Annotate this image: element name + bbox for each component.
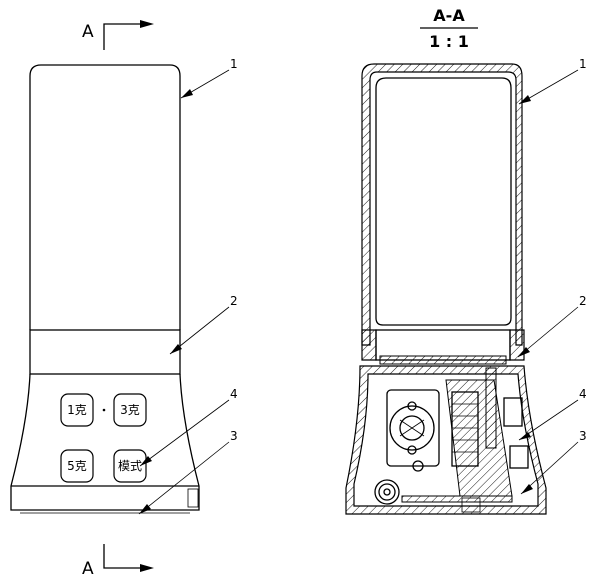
button-mode[interactable]: 模式 bbox=[113, 449, 147, 483]
leader-3-front: 3 bbox=[138, 429, 238, 515]
label-4-section: 4 bbox=[579, 387, 587, 401]
leader-1-section: 1 bbox=[518, 57, 587, 105]
button-module-upper bbox=[503, 397, 523, 427]
label-3-section: 3 bbox=[579, 429, 587, 443]
section-marker-top: A bbox=[82, 20, 154, 50]
button-1g-label: 1克 bbox=[67, 403, 87, 417]
gear-housing bbox=[445, 379, 513, 497]
button-mode-label: 模式 bbox=[118, 459, 142, 473]
section-view: 1 2 4 3 bbox=[345, 57, 587, 515]
leader-2-front: 2 bbox=[169, 294, 238, 355]
section-marker-bottom-label: A bbox=[82, 559, 94, 579]
collar-left bbox=[361, 329, 377, 361]
section-marker-top-label: A bbox=[82, 22, 94, 42]
button-1g[interactable]: 1克 bbox=[60, 393, 94, 427]
leader-1-front: 1 bbox=[180, 57, 238, 99]
shaft bbox=[485, 367, 497, 449]
label-1-section: 1 bbox=[579, 57, 587, 71]
button-5g[interactable]: 5克 bbox=[60, 449, 94, 483]
button-3g-label: 3克 bbox=[120, 403, 140, 417]
motor bbox=[386, 389, 440, 472]
gear-stack bbox=[451, 391, 479, 467]
section-marker-bottom: A bbox=[82, 544, 154, 579]
side-port bbox=[187, 488, 199, 508]
base-shell bbox=[345, 365, 547, 515]
leader-2-section: 2 bbox=[517, 294, 587, 358]
seal-ring bbox=[379, 355, 507, 365]
indicator-dot bbox=[102, 408, 106, 412]
label-3-front: 3 bbox=[230, 429, 238, 443]
label-2-front: 2 bbox=[230, 294, 238, 308]
collar-right bbox=[509, 329, 525, 361]
foot bbox=[461, 497, 481, 513]
front-view: 1克 3克 5克 模式 1 2 4 bbox=[10, 57, 238, 515]
leader-3-section: 3 bbox=[520, 429, 587, 495]
pcb bbox=[401, 495, 513, 503]
leader-4-section: 4 bbox=[518, 387, 587, 441]
button-module-lower bbox=[509, 445, 529, 469]
section-title: A-A 1 : 1 bbox=[420, 6, 478, 51]
base-outline bbox=[10, 373, 200, 511]
section-title-scale: 1 : 1 bbox=[429, 32, 469, 51]
inner-liner bbox=[375, 77, 512, 326]
collar-outline bbox=[29, 329, 181, 375]
leader-4-front: 4 bbox=[139, 387, 238, 467]
label-1-front: 1 bbox=[230, 57, 238, 71]
container-outline bbox=[29, 64, 181, 330]
label-4-front: 4 bbox=[230, 387, 238, 401]
button-5g-label: 5克 bbox=[67, 459, 87, 473]
container-wall bbox=[361, 63, 523, 346]
section-title-name: A-A bbox=[433, 6, 465, 25]
label-2-section: 2 bbox=[579, 294, 587, 308]
battery bbox=[374, 479, 400, 505]
button-3g[interactable]: 3克 bbox=[113, 393, 147, 427]
